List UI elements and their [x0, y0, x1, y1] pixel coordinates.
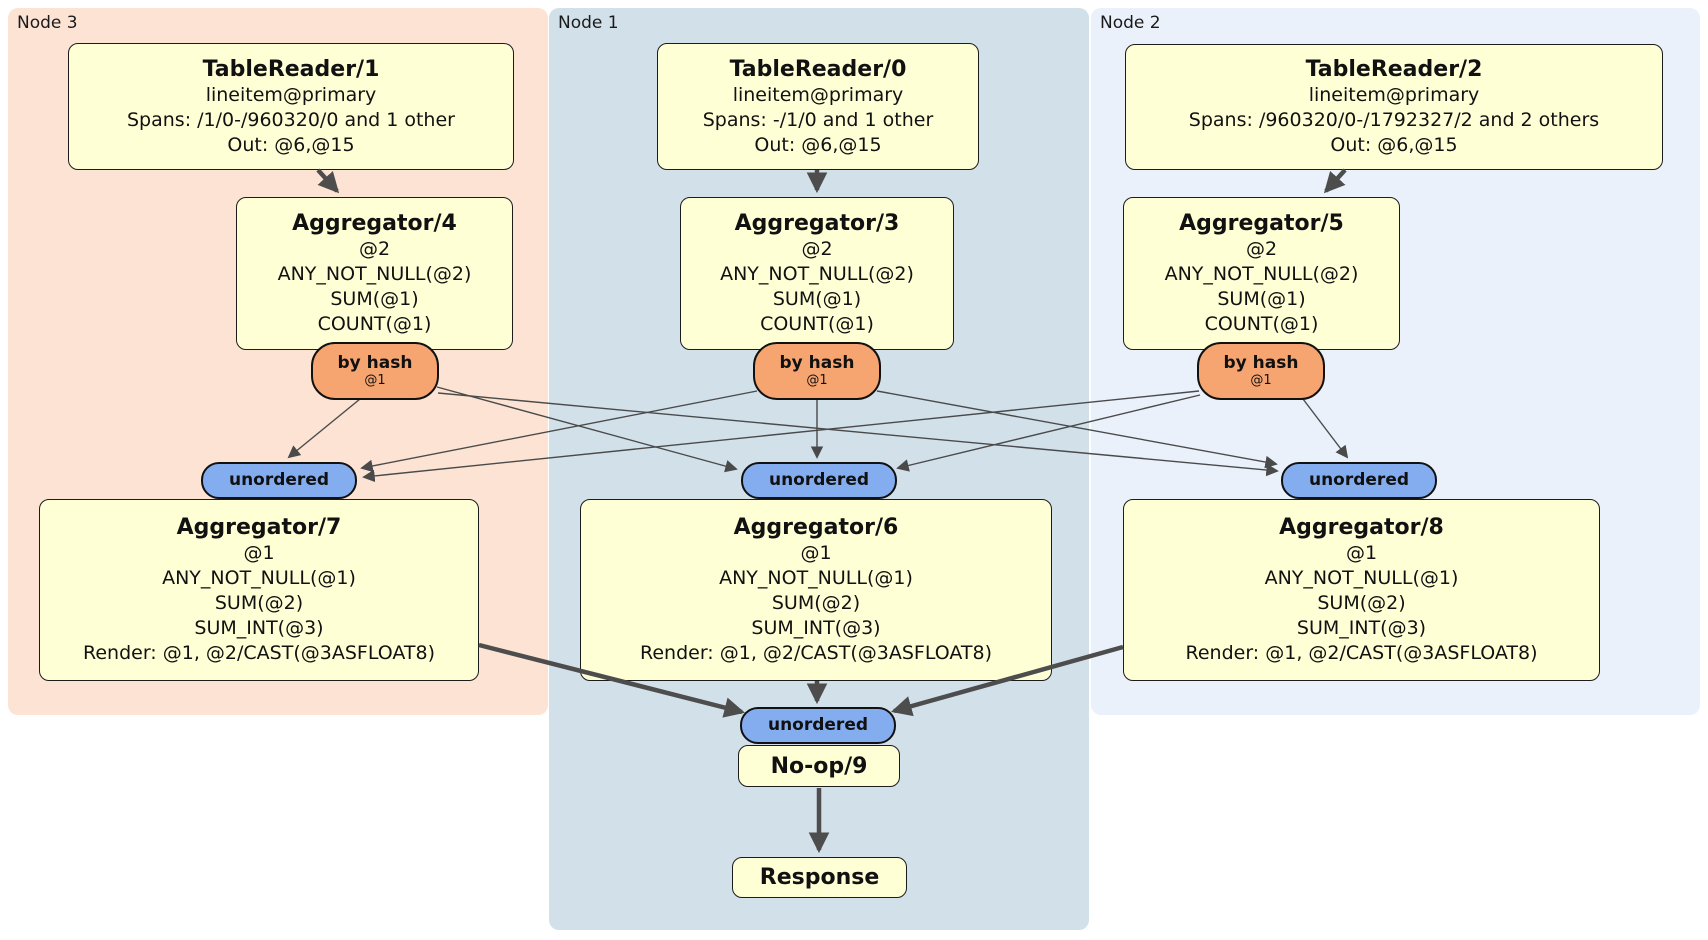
- box-title: TableReader/1: [202, 56, 380, 82]
- unordered-sync-6-oval: unordered: [741, 462, 897, 499]
- box-line: lineitem@primary: [1308, 84, 1480, 106]
- box-title: No-op/9: [770, 753, 868, 779]
- box-title: Aggregator/7: [176, 515, 342, 540]
- aggregator-3-box: Aggregator/3 @2 ANY_NOT_NULL(@2) SUM(@1)…: [680, 197, 954, 350]
- box-title: Aggregator/4: [292, 211, 457, 236]
- box-line: ANY_NOT_NULL(@1): [1264, 567, 1459, 589]
- box-line: Out: @6,@15: [754, 133, 882, 156]
- oval-label: by hash: [779, 353, 855, 373]
- oval-label: unordered: [1308, 470, 1410, 490]
- oval-label: by hash: [337, 353, 413, 373]
- node1-label: Node 1: [558, 13, 619, 33]
- unordered-sync-7-oval: unordered: [201, 462, 357, 499]
- aggregator-4-box: Aggregator/4 @2 ANY_NOT_NULL(@2) SUM(@1)…: [236, 197, 513, 350]
- box-line: Render: @1, @2/CAST(@3ASFLOAT8): [1185, 642, 1538, 664]
- byhash-router-5-oval: by hash @1: [1197, 342, 1325, 400]
- box-line: Spans: /1/0-/960320/0 and 1 other: [127, 108, 455, 131]
- box-line: ANY_NOT_NULL(@2): [720, 263, 914, 285]
- oval-sub-label: @1: [364, 373, 386, 388]
- box-line: lineitem@primary: [732, 83, 904, 106]
- box-line: @2: [1245, 238, 1278, 260]
- unordered-sync-9-oval: unordered: [740, 707, 896, 744]
- box-line: @1: [243, 542, 275, 564]
- box-title: Aggregator/6: [733, 515, 899, 540]
- oval-sub-label: @1: [1250, 373, 1272, 388]
- box-title: Response: [759, 865, 880, 890]
- box-line: SUM_INT(@3): [1296, 617, 1427, 639]
- box-line: COUNT(@1): [317, 313, 432, 335]
- node3-label: Node 3: [17, 13, 78, 33]
- box-line: Out: @6,@15: [1330, 134, 1458, 156]
- aggregator-5-box: Aggregator/5 @2 ANY_NOT_NULL(@2) SUM(@1)…: [1123, 197, 1400, 350]
- box-line: @1: [800, 542, 832, 564]
- box-line: SUM(@2): [214, 592, 304, 614]
- node2-label: Node 2: [1100, 13, 1161, 33]
- box-title: TableReader/0: [729, 56, 907, 82]
- noop-9-box: No-op/9: [738, 745, 900, 787]
- oval-sub-label: @1: [806, 373, 828, 388]
- box-line: Out: @6,@15: [227, 133, 355, 156]
- box-line: COUNT(@1): [1204, 313, 1319, 335]
- tablereader-2-box: TableReader/2 lineitem@primary Spans: /9…: [1125, 44, 1663, 170]
- aggregator-8-box: Aggregator/8 @1 ANY_NOT_NULL(@1) SUM(@2)…: [1123, 499, 1600, 681]
- box-line: Spans: /960320/0-/1792327/2 and 2 others: [1188, 109, 1600, 131]
- tablereader-0-box: TableReader/0 lineitem@primary Spans: -/…: [657, 43, 979, 170]
- box-line: COUNT(@1): [760, 313, 874, 335]
- box-line: ANY_NOT_NULL(@1): [162, 567, 356, 589]
- box-line: ANY_NOT_NULL(@2): [277, 263, 472, 285]
- box-title: TableReader/2: [1305, 57, 1483, 82]
- oval-label: unordered: [228, 470, 330, 490]
- box-title: Aggregator/8: [1279, 515, 1444, 540]
- response-box: Response: [732, 857, 907, 898]
- oval-label: unordered: [767, 715, 869, 735]
- box-line: @2: [801, 238, 833, 260]
- tablereader-1-box: TableReader/1 lineitem@primary Spans: /1…: [68, 43, 514, 170]
- box-line: SUM(@1): [1217, 288, 1306, 310]
- unordered-sync-8-oval: unordered: [1281, 462, 1437, 499]
- box-line: ANY_NOT_NULL(@2): [1164, 263, 1359, 285]
- box-line: lineitem@primary: [205, 83, 377, 106]
- aggregator-7-box: Aggregator/7 @1 ANY_NOT_NULL(@1) SUM(@2)…: [39, 499, 479, 681]
- box-line: SUM(@1): [772, 288, 862, 310]
- box-line: SUM(@2): [771, 592, 861, 614]
- box-line: SUM_INT(@3): [751, 617, 881, 639]
- box-line: SUM(@1): [330, 288, 419, 310]
- box-title: Aggregator/5: [1179, 211, 1344, 236]
- aggregator-6-box: Aggregator/6 @1 ANY_NOT_NULL(@1) SUM(@2)…: [580, 499, 1052, 681]
- oval-label: by hash: [1223, 353, 1299, 373]
- box-line: Render: @1, @2/CAST(@3ASFLOAT8): [83, 642, 435, 664]
- box-line: SUM_INT(@3): [194, 617, 324, 639]
- box-line: Render: @1, @2/CAST(@3ASFLOAT8): [640, 642, 992, 664]
- box-title: Aggregator/3: [734, 211, 900, 236]
- box-line: ANY_NOT_NULL(@1): [719, 567, 913, 589]
- byhash-router-3-oval: by hash @1: [753, 342, 881, 400]
- byhash-router-4-oval: by hash @1: [311, 342, 439, 400]
- oval-label: unordered: [768, 470, 870, 490]
- box-line: @1: [1345, 542, 1378, 564]
- box-line: @2: [358, 238, 391, 260]
- box-line: Spans: -/1/0 and 1 other: [702, 108, 934, 131]
- box-line: SUM(@2): [1317, 592, 1406, 614]
